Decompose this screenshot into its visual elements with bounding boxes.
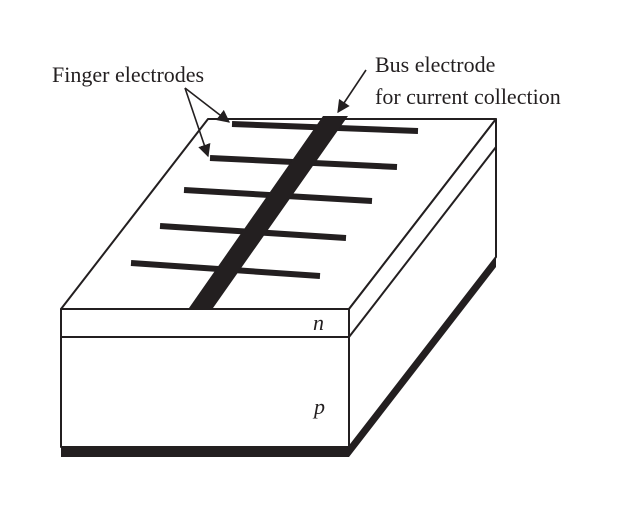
bus-electrode-pointer (337, 69, 367, 114)
bus-electrode-label-line2: for current collection (375, 84, 561, 109)
semiconductor-block (60, 118, 497, 448)
finger-electrodes-pointer (184, 87, 231, 158)
p-layer-label: p (312, 394, 325, 419)
n-layer-label: n (313, 310, 324, 335)
block-front-face (60, 308, 350, 448)
bus-electrode-label-line1: Bus electrode (375, 52, 495, 77)
junction-line (61, 146, 497, 338)
finger-electrodes-label: Finger electrodes (52, 62, 204, 87)
rear-contact (61, 257, 496, 457)
bus-electrode (189, 116, 348, 308)
